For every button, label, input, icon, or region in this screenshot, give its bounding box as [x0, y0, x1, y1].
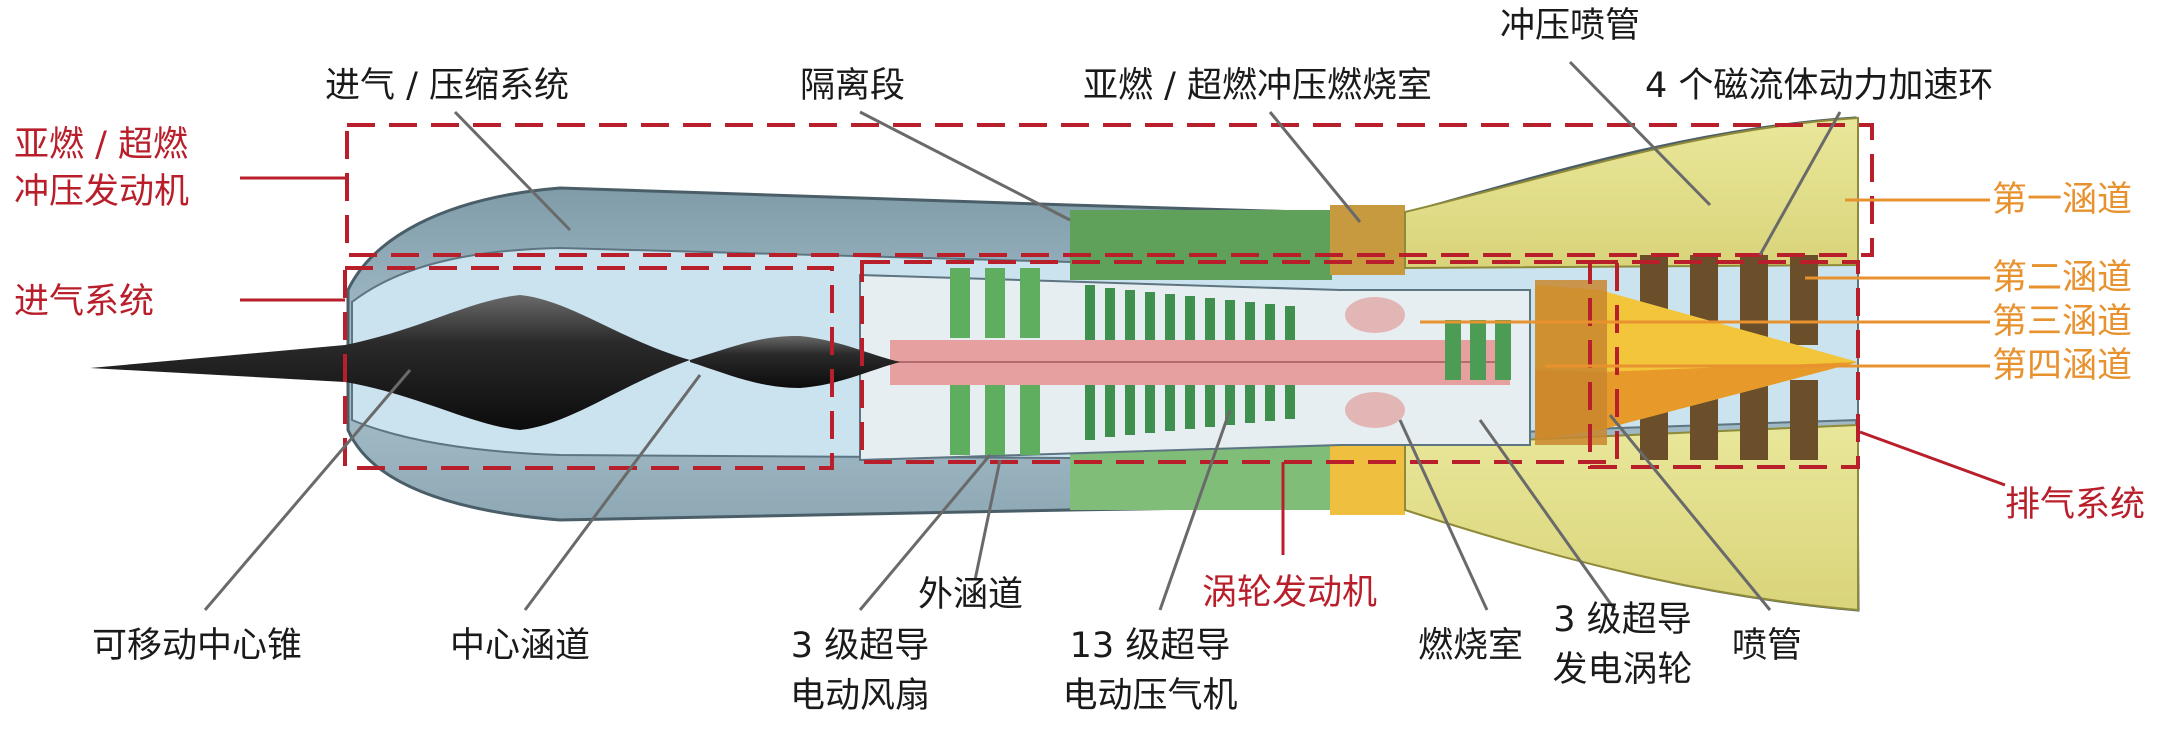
label-ramjet-line1: 亚燃 / 超燃 — [14, 125, 189, 165]
label-movable-cone: 可移动中心锥 — [92, 626, 303, 666]
turbofan-box — [860, 260, 1619, 464]
combustion-chamber — [1345, 297, 1405, 333]
label-duct-3: 第三涵道 — [1992, 302, 2133, 342]
label-ramjet-line2: 冲压发动机 — [14, 172, 190, 212]
combustion-chamber-lower — [1345, 392, 1405, 428]
isolator-section — [1070, 210, 1332, 280]
label-intake-compression: 进气 / 压缩系统 — [325, 66, 570, 106]
label-fan-line1: 3 级超导 — [790, 626, 930, 666]
label-exhaust-system: 排气系统 — [2005, 485, 2146, 525]
label-compressor-line2: 电动压气机 — [1062, 676, 1238, 716]
compressor-stages — [1085, 285, 1295, 440]
label-fan-line2: 电动风扇 — [789, 676, 930, 716]
mhd-ring — [1740, 380, 1768, 460]
label-combustion-chamber: 燃烧室 — [1418, 626, 1524, 666]
label-compressor-line1: 13 级超导 — [1069, 626, 1231, 666]
label-duct-4: 第四涵道 — [1992, 346, 2133, 386]
ram-nozzle — [1404, 116, 1859, 270]
label-duct-1: 第一涵道 — [1992, 180, 2133, 220]
label-center-duct: 中心涵道 — [450, 626, 591, 666]
combustor-section — [1330, 205, 1405, 275]
label-turbofan-engine: 涡轮发动机 — [1202, 573, 1378, 613]
label-mhd-rings: 4 个磁流体动力加速环 — [1645, 66, 1994, 106]
fan-stages — [950, 268, 1040, 455]
label-nozzle: 喷管 — [1732, 626, 1803, 666]
label-turbine-line2: 发电涡轮 — [1552, 650, 1693, 690]
label-turbine-line1: 3 级超导 — [1553, 600, 1692, 640]
label-ram-nozzle: 冲压喷管 — [1500, 6, 1641, 46]
ramjet-box — [345, 123, 1874, 257]
label-duct-2: 第二涵道 — [1992, 258, 2133, 298]
combustor-section-lower — [1330, 440, 1405, 515]
turbine-stages — [1445, 320, 1511, 380]
label-outer-duct: 外涵道 — [918, 575, 1024, 615]
mhd-ring — [1790, 380, 1818, 460]
inner-center-body — [690, 335, 900, 388]
movable-center-cone — [90, 295, 690, 430]
nozzle-block — [1535, 280, 1607, 445]
intake-box — [343, 266, 834, 470]
mhd-ring — [1740, 255, 1768, 345]
mhd-ring — [1790, 255, 1818, 345]
label-isolator: 隔离段 — [800, 66, 906, 106]
label-intake-system: 进气系统 — [14, 282, 155, 322]
label-combustor: 亚燃 / 超燃冲压燃烧室 — [1083, 66, 1433, 106]
